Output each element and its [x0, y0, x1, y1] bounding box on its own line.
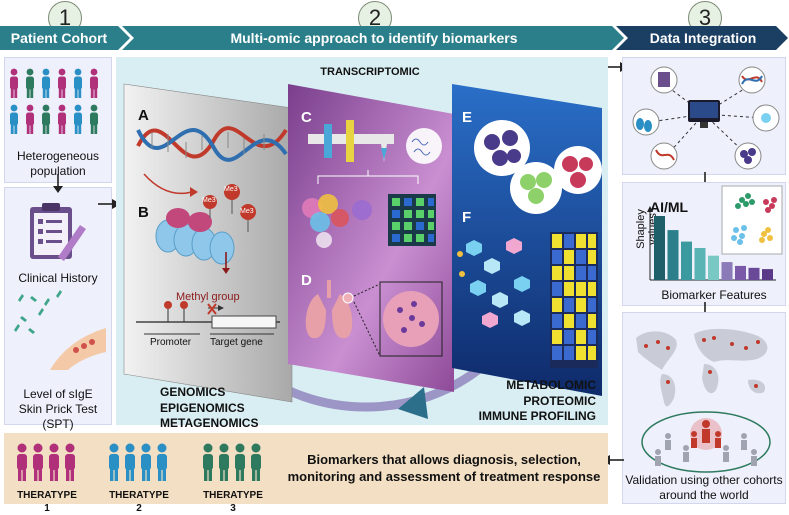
data-hub-illustration [632, 66, 780, 170]
shapley-bar [681, 241, 692, 280]
protein-hexagons [466, 238, 530, 328]
outcome-panel [4, 433, 608, 504]
spt-label: Skin Prick Test (SPT) [18, 402, 98, 431]
down-arrow-icon [53, 174, 63, 193]
metabolomic-label: METABOLOMIC [506, 378, 596, 392]
population-people-icon [10, 68, 98, 134]
epigenomics-label: EPIGENOMICS [160, 400, 245, 415]
transcriptomic-label: TRANSCRIPTOMIC [320, 66, 420, 78]
genomics-label: GENOMICS [160, 385, 226, 399]
cluster-scatter-inset [721, 185, 783, 255]
metabolomic-group-labels: METABOLOMIC PROTEOMIC IMMUNE PROFILING [470, 378, 596, 425]
panel-c-letter: C [301, 109, 312, 126]
heatmap-grid [388, 194, 436, 246]
banner-patient-cohort: Patient Cohort [10, 30, 108, 46]
sige-label: Level of sIgE [23, 387, 93, 401]
shapley-bar [694, 248, 706, 280]
lungs-icon [305, 280, 354, 339]
theratype-people-icons [17, 443, 261, 481]
proteomic-label: PROTEOMIC [523, 393, 596, 408]
promoter-label: Promoter [150, 337, 192, 348]
cluster-dots [302, 194, 372, 248]
genomics-group-labels: GENOMICS EPIGENOMICS METAGENOMICS [160, 385, 258, 432]
panel-f-letter: F [462, 209, 472, 226]
me3-label-3: Me3 [240, 208, 254, 215]
me3-label-2: Me3 [202, 197, 216, 204]
outcome-message-line2: monitoring and assessment of treatment r… [287, 469, 601, 484]
shapley-bar [762, 269, 773, 280]
shapley-bar-chart [647, 206, 776, 281]
metagenomics-label: METAGENOMICS [160, 416, 259, 431]
validation-label-line1: Validation using other cohorts [625, 473, 783, 487]
skin-prick-arm-icon [14, 290, 106, 370]
clipboard-icon [30, 203, 86, 261]
validation-label-line2: around the world [659, 488, 749, 502]
transcriptomic-panel [288, 84, 454, 392]
aiml-label: AI/ML [650, 199, 689, 215]
outcome-message-line1: Biomarkers that allows diagnosis, select… [307, 452, 581, 467]
me3-label-1: Me3 [224, 186, 238, 193]
metabolomic-panel [452, 84, 602, 396]
clinical-history-label: Clinical History [18, 271, 98, 285]
protein-heatmap [550, 232, 598, 368]
panel-b-letter: B [138, 204, 149, 221]
banner-arrows [0, 26, 788, 50]
metabolite-dishes [474, 120, 602, 214]
shapley-bar [735, 265, 746, 280]
target-gene-label: Target gene [210, 337, 263, 348]
shapley-bar [721, 262, 733, 280]
population-label: Heterogeneous population [16, 149, 100, 178]
banner-multiomic: Multi-omic approach to identify biomarke… [230, 30, 518, 46]
theratype-3-label: THERATYPE 3 [203, 490, 263, 514]
immune-profiling-label: IMMUNE PROFILING [478, 409, 596, 424]
panel-a-letter: A [138, 107, 149, 124]
world-map-illustration [636, 328, 771, 473]
banner-data-integration: Data Integration [649, 30, 757, 46]
genomics-panel [123, 83, 293, 403]
methyl-group-label: Methyl group [176, 291, 240, 303]
shapley-bar [654, 216, 665, 280]
biomarker-features-label: Biomarker Features [661, 288, 767, 302]
theratype-1-label: THERATYPE 1 [17, 490, 77, 514]
panel-e-letter: E [462, 109, 473, 126]
panel-d-letter: D [301, 272, 312, 289]
shapley-bar [748, 267, 760, 280]
shapley-bar [667, 230, 679, 280]
shapley-bar [708, 255, 719, 280]
theratype-2-label: THERATYPE 2 [109, 490, 169, 514]
